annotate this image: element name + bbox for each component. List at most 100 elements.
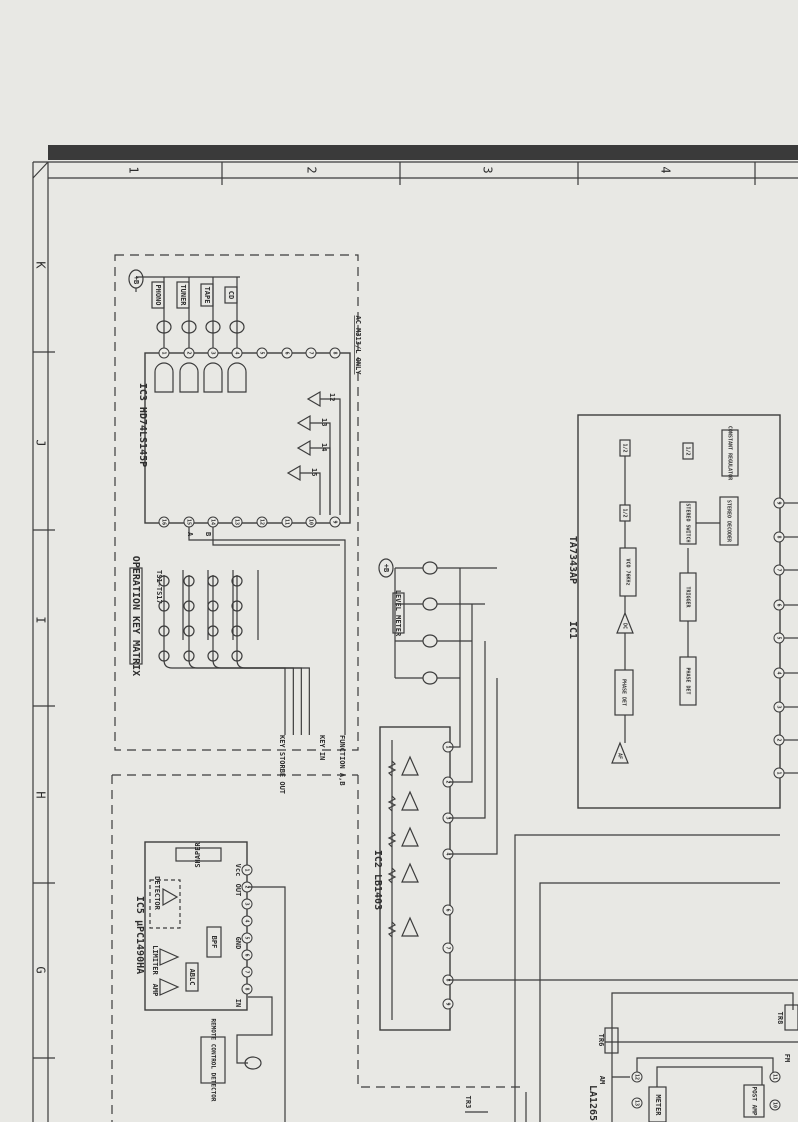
level-led-icon: [422, 597, 438, 611]
phase-det1-block: [614, 669, 634, 716]
amp-label: AMP: [151, 984, 159, 997]
signal-label-key-in: KEY IN: [318, 735, 326, 760]
input-a-label: A: [186, 532, 194, 537]
div2-block: [682, 442, 694, 460]
pin-number: 9: [332, 520, 338, 523]
pin-number: 13: [234, 519, 240, 525]
matrix-column-line: [163, 575, 286, 735]
ic3-chip: [144, 352, 351, 524]
inverter-pin-label: 13: [320, 418, 328, 426]
ic3-input-wires: [188, 527, 346, 735]
pin-circle: [442, 942, 454, 954]
inverter-pin-label: 12: [328, 393, 336, 401]
nand-gate-symbol: [154, 362, 174, 393]
column-label: 2: [305, 166, 319, 173]
matrix-column-line: [188, 575, 294, 735]
ablc-label: ABLC: [188, 969, 196, 986]
tr6-switch[interactable]: [604, 1027, 619, 1054]
af-label: AF: [617, 753, 623, 759]
key-switch-icon: [231, 650, 243, 662]
row-labels: K J I H G: [34, 261, 48, 973]
post-amp-block: [743, 1084, 765, 1118]
signal-label-key-strobe-out: KEY STORBE OUT: [278, 735, 286, 794]
stereo-decoder-block: [719, 496, 739, 546]
pin-circle: [281, 347, 293, 359]
shaper-label: SHAPER: [194, 842, 202, 868]
detector-label: DETECTOR: [153, 876, 161, 911]
pin-number: 1: [445, 745, 451, 748]
pin-number: 2: [445, 780, 451, 783]
pin-number: 3: [445, 816, 451, 819]
pin-number: 6: [244, 953, 250, 956]
limiter-label: LIMITER: [151, 945, 159, 975]
led-label-cd: CD: [227, 291, 235, 299]
pin-number: 7: [445, 946, 451, 949]
pin-number: 2: [186, 351, 192, 354]
row-label: J: [34, 439, 48, 446]
pin-circle: [241, 864, 253, 876]
bpf-label: BPF: [210, 936, 218, 949]
pin-number: 3: [776, 705, 782, 708]
ic5-amplifier-symbols: [159, 887, 180, 996]
tr8-switch[interactable]: [784, 1004, 798, 1031]
level-meter-supply-terminal: [378, 558, 394, 578]
pin-label-gnd: GND: [234, 937, 242, 950]
inverter-wire: [320, 398, 341, 515]
pin-circle: [442, 904, 454, 916]
pin-circle: [631, 1071, 643, 1083]
row-label: H: [34, 791, 48, 798]
comparator-symbol: [401, 862, 419, 883]
ic2-chip: [379, 726, 451, 1031]
meter-label: METER: [654, 1094, 662, 1116]
la1265-wires: [612, 1057, 774, 1087]
title-bar-strip: [48, 145, 798, 160]
row-label: K: [34, 261, 48, 269]
ic1-title-part: TA7343AP: [567, 536, 578, 584]
stereo-decoder-label: STEREO DECODER: [726, 500, 732, 543]
pin-label-in: IN: [234, 999, 242, 1007]
pin-number: 1: [161, 351, 167, 354]
pin-number: 7: [776, 568, 782, 571]
tr3-symbol: [465, 1092, 527, 1122]
inverter-symbol: [306, 390, 321, 408]
pin-number: 11: [284, 519, 290, 525]
pin-circle: [183, 347, 195, 359]
key-switch-icon: [207, 600, 219, 612]
pin-circle: [256, 516, 268, 528]
tr8-label: TR8: [776, 1012, 784, 1025]
fm-label: FM: [783, 1054, 791, 1062]
pin-number: 5: [776, 636, 782, 639]
pin-number: 8: [776, 535, 782, 538]
switch-range-label: TS1~TS17: [155, 570, 163, 604]
led-label-tuner: TUNER: [179, 284, 187, 306]
pin-number: 9: [776, 501, 782, 504]
pin-number: 7: [244, 970, 250, 973]
div3-label: 1/2: [622, 508, 628, 517]
key-switch-icon: [183, 600, 195, 612]
comparator-symbol: [401, 916, 419, 937]
key-switch-icon: [231, 600, 243, 612]
pin-number: 3: [210, 351, 216, 354]
interconnect-wires: [449, 568, 798, 1122]
pin-circle: [305, 347, 317, 359]
level-meter-title: LEVEL METER: [394, 590, 402, 637]
pin-number: 4: [776, 671, 782, 674]
pin-circle: [231, 516, 243, 528]
pin-number: 4: [445, 852, 451, 855]
pin-number: 6: [776, 603, 782, 606]
pin-circle: [329, 516, 341, 528]
pin-number: 9: [445, 1002, 451, 1005]
regulator-label: CONSTANT REGULATOR: [727, 426, 733, 481]
am-label: AM: [598, 1076, 606, 1084]
level-led-icon: [422, 634, 438, 648]
led-labels: PHONO TUNER TAPE CD: [151, 281, 238, 309]
ic5-section-boundary: [111, 774, 358, 1122]
key-switch-icon: [158, 575, 170, 587]
ic2-section-boundary: [357, 775, 520, 1088]
comparator-symbol: [401, 755, 419, 776]
inverter-pin-label: 14: [320, 443, 328, 451]
pin-number: 4: [244, 919, 250, 922]
pin-number: 8: [244, 987, 250, 990]
matrix-column-line: [236, 575, 310, 735]
